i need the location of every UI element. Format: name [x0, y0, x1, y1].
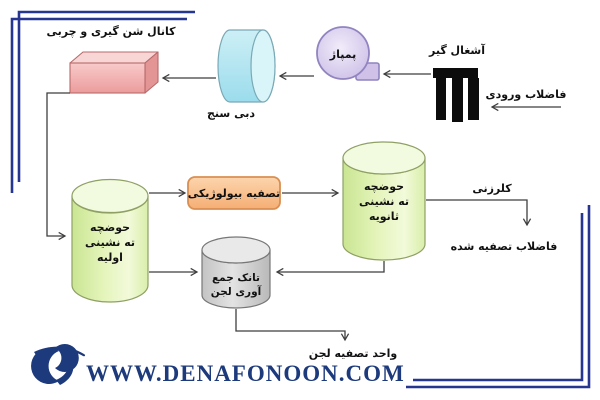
- pump-label: پمپاژ: [329, 48, 356, 61]
- chlorination-label: کلرزنی: [472, 182, 512, 195]
- sludge-tank-shape: [201, 236, 271, 309]
- bar-screen-left-bar: [436, 78, 446, 120]
- bar-screen-icon: [433, 68, 479, 122]
- logo-left-crescent: [31, 348, 59, 384]
- primary-basin-top: [71, 178, 149, 214]
- arrow-sludgetank-to-unit: [235, 309, 350, 342]
- secondary-basin-label-line2: ته نشینی: [359, 195, 409, 208]
- flow-meter-shape: [217, 29, 276, 103]
- pump-shape: [316, 26, 380, 81]
- grit-channel-top-face: [69, 51, 159, 64]
- sludge-tank-top: [201, 236, 271, 264]
- logo-stem: [56, 362, 74, 385]
- flow-arrows: [46, 69, 561, 342]
- primary-basin-label-line1: حوضچه: [90, 221, 130, 234]
- secondary-basin-label-line1: حوضچه: [364, 180, 404, 193]
- flow-meter-face: [250, 29, 276, 103]
- inlet-label: فاضلاب ورودی: [486, 88, 567, 101]
- primary-basin-label-line3: اولیه: [97, 251, 123, 264]
- grit-channel-front-face: [69, 62, 146, 94]
- bio-treatment-box: [187, 176, 281, 210]
- watermark-url: WWW.DENAFONOON.COM: [86, 361, 405, 386]
- arrow-secondary-to-treated: [426, 199, 532, 227]
- frame-bracket-top-left-inner: [10, 17, 187, 193]
- primary-basin-label-line2: ته نشینی: [85, 236, 135, 249]
- bar-screen-right-bar: [468, 78, 479, 120]
- site-logo: [31, 344, 86, 385]
- secondary-basin-top: [342, 141, 426, 175]
- frame-bracket-bottom-right-outer: [406, 205, 591, 389]
- bar-screen-label: آشغال گیر: [428, 43, 485, 57]
- arrow-secondary-to-sludgetank: [275, 261, 385, 277]
- flow-meter-label: دبی سنج: [207, 107, 255, 120]
- secondary-basin-shape: [342, 141, 426, 261]
- bio-treatment-label: تصفیه بیولوژیکی: [188, 187, 280, 200]
- arrow-grit-to-primary: [46, 92, 70, 241]
- grit-channel-shape: [69, 51, 159, 94]
- bar-screen-middle-bar: [452, 78, 463, 122]
- sludge-tank-label-line1: تانک جمع: [212, 272, 260, 284]
- grit-channel-label: کانال شن گیری و چربی: [46, 25, 176, 38]
- bar-screen-top-bar: [433, 68, 478, 78]
- sludge-unit-label: واحد تصفیه لجن: [309, 347, 398, 360]
- sludge-tank-label-line2: آوری لجن: [211, 285, 262, 298]
- frame-bracket-bottom-right-inner: [413, 213, 584, 382]
- primary-basin-shape: [71, 178, 149, 303]
- logo-right-loop: [55, 344, 79, 372]
- frame-bracket-top-left-outer: [17, 10, 195, 182]
- treated-outlet-label: فاضلاب تصفیه شده: [451, 240, 558, 253]
- frame-brackets: [10, 10, 591, 389]
- pump-body: [316, 26, 370, 80]
- secondary-basin-label-line3: ثانویه: [369, 210, 399, 223]
